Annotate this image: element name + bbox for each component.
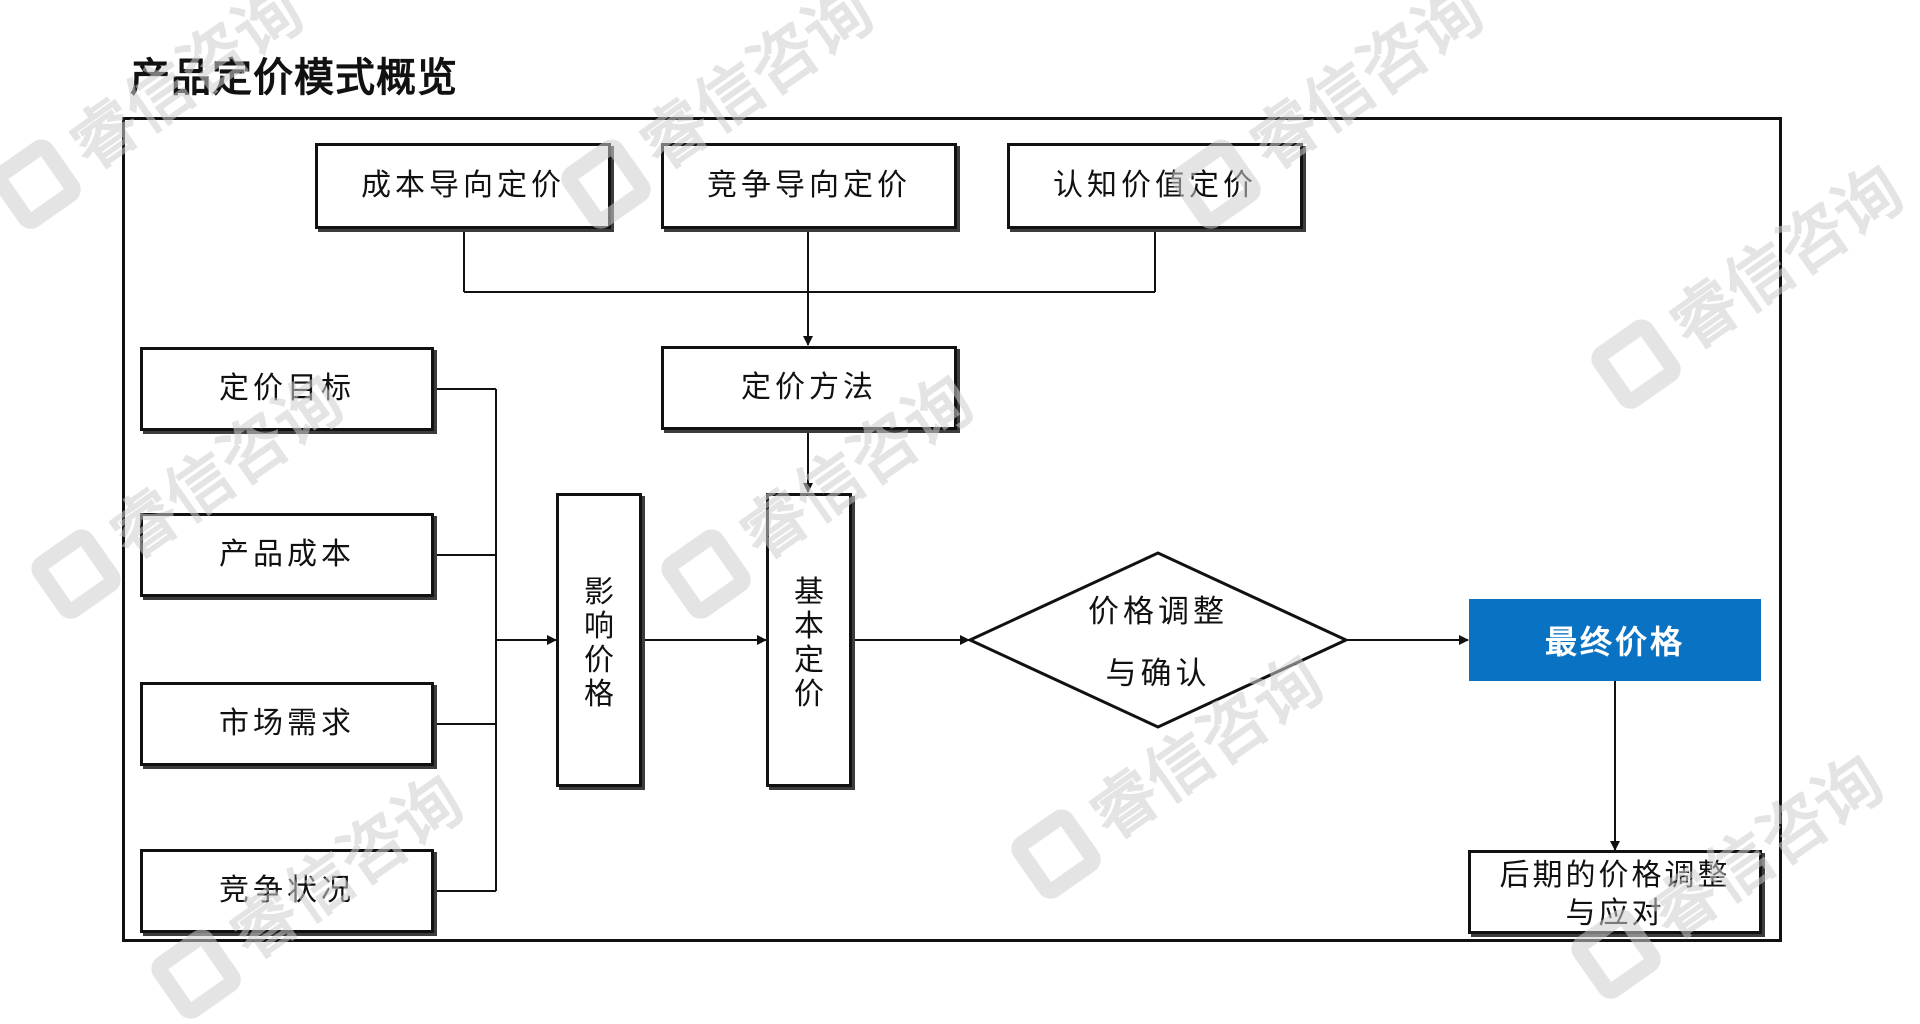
factor-competition: 竞争状况: [140, 849, 434, 933]
method-perceived-value-label: 认知价值定价: [1053, 168, 1257, 203]
base-price-node: 基本定价: [766, 493, 852, 787]
adjust-node-line1: 价格调整: [1088, 594, 1228, 630]
diagram-frame: [122, 117, 1782, 942]
factor-product-cost: 产品成本: [140, 513, 434, 597]
later-adjustment-line1: 后期的价格调整: [1499, 858, 1731, 893]
later-adjustment-line2: 与应对: [1565, 896, 1665, 931]
later-adjustment-node: 后期的价格调整 与应对: [1468, 850, 1762, 934]
method-node: 定价方法: [661, 346, 957, 430]
method-competition-oriented: 竞争导向定价: [661, 143, 957, 229]
factor-pricing-goal: 定价目标: [140, 347, 434, 431]
method-cost-oriented: 成本导向定价: [315, 143, 611, 229]
influence-price-label: 影响价格: [584, 575, 614, 712]
method-perceived-value: 认知价值定价: [1007, 143, 1303, 229]
adjust-node-label: 价格调整 与确认: [1058, 592, 1258, 692]
method-competition-oriented-label: 竞争导向定价: [707, 168, 911, 203]
factor-competition-label: 竞争状况: [219, 873, 355, 908]
base-price-label: 基本定价: [794, 575, 824, 712]
factor-pricing-goal-label: 定价目标: [219, 371, 355, 406]
final-price-node: 最终价格: [1469, 599, 1761, 681]
factor-market-demand: 市场需求: [140, 682, 434, 766]
adjust-node-line2: 与确认: [1105, 656, 1211, 692]
final-price-label: 最终价格: [1544, 623, 1685, 661]
influence-price-node: 影响价格: [556, 493, 642, 787]
factor-product-cost-label: 产品成本: [219, 537, 355, 572]
page-title: 产品定价模式概览: [130, 54, 458, 101]
method-node-label: 定价方法: [741, 370, 877, 405]
factor-market-demand-label: 市场需求: [219, 706, 355, 741]
method-cost-oriented-label: 成本导向定价: [361, 168, 565, 203]
